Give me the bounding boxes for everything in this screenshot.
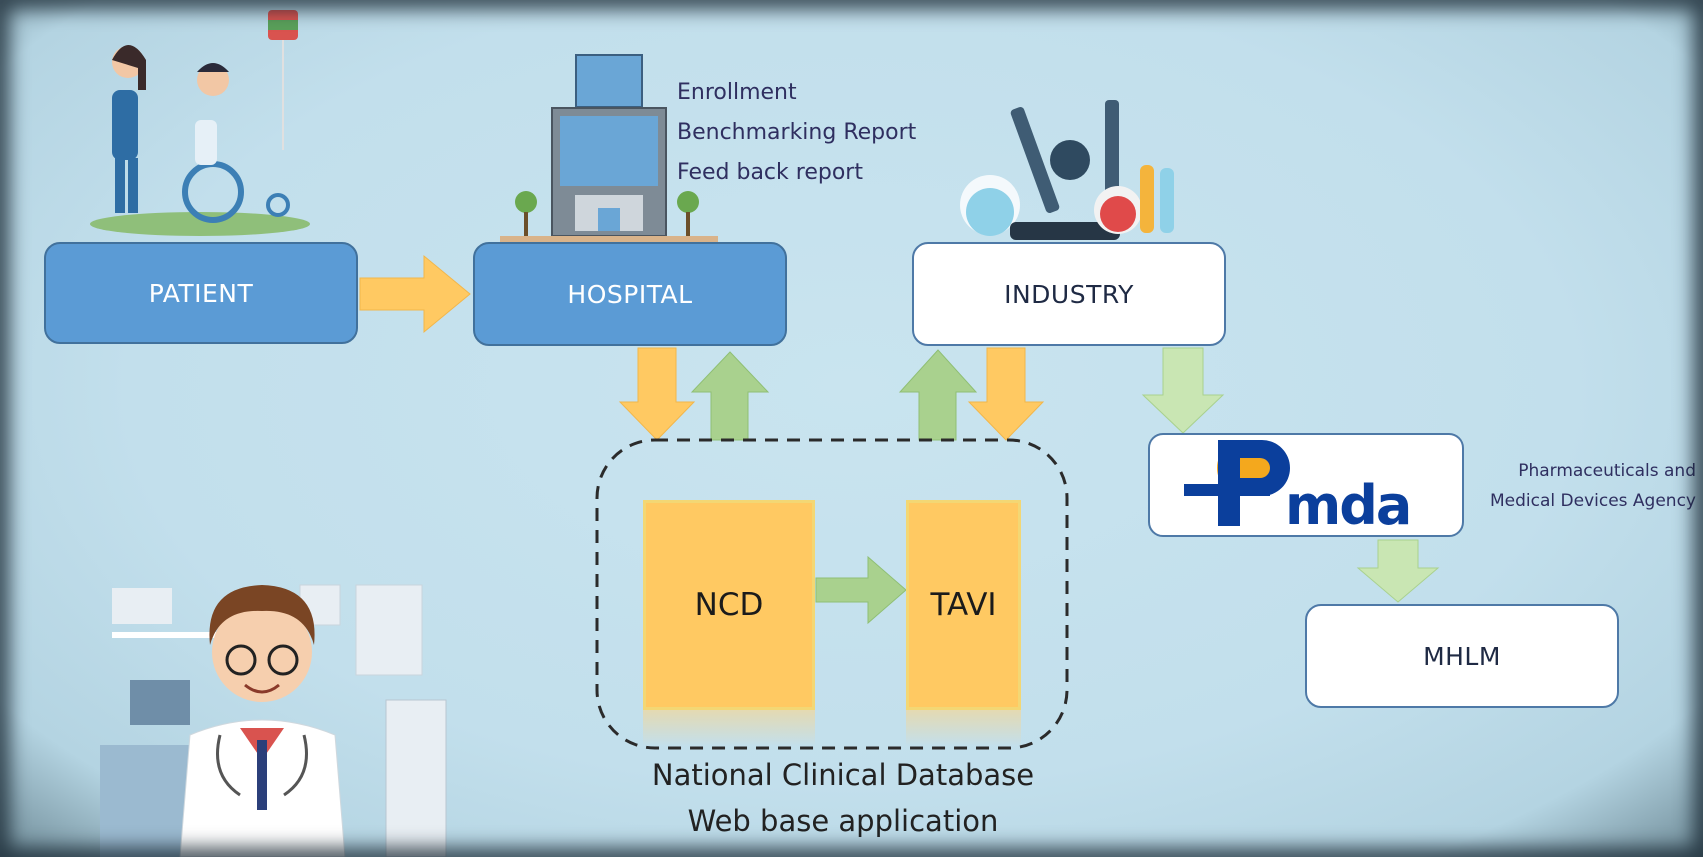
pmda-name-line2: Medical Devices Agency (1490, 491, 1696, 511)
patient-label: PATIENT (148, 278, 254, 308)
ncd-reflection (643, 710, 815, 746)
database-caption: National Clinical Database Web base appl… (613, 752, 1073, 844)
hospital-node: HOSPITAL (473, 242, 787, 346)
pmda-logo: mda (1148, 433, 1464, 537)
database-caption-line1: National Clinical Database (651, 758, 1035, 792)
patient-illustration (90, 10, 310, 236)
lab-illustration (960, 100, 1174, 240)
ncd-label: NCD (694, 587, 764, 623)
tavi-label: TAVI (930, 587, 997, 623)
arrow-ncd-to-tavi (815, 555, 907, 625)
arrow-pmda-to-mhlm (1356, 539, 1440, 603)
arrow-patient-to-hospital (359, 254, 471, 334)
arrow-ncd-to-hospital (690, 351, 770, 441)
arrow-industry-to-ncd (967, 347, 1045, 441)
pmda-full-name: Pharmaceuticals and Medical Devices Agen… (1470, 456, 1696, 516)
arrow-industry-to-pmda (1141, 347, 1225, 434)
database-boundary (595, 438, 1069, 750)
svg-text:mda: mda (1285, 474, 1410, 537)
hospital-output-1: Enrollment (677, 80, 797, 105)
arrow-ncd-to-industry (898, 349, 978, 441)
database-caption-line2: Web base application (687, 804, 999, 838)
hospital-output-3: Feed back report (677, 160, 863, 185)
arrow-hospital-to-ncd (618, 347, 696, 441)
mhlm-label: MHLM (1423, 641, 1501, 671)
hospital-illustration (500, 54, 718, 242)
pmda-name-line1: Pharmaceuticals and (1518, 461, 1696, 481)
industry-node: INDUSTRY (912, 242, 1226, 346)
mhlm-node: MHLM (1305, 604, 1619, 708)
patient-node: PATIENT (44, 242, 358, 344)
tavi-node: TAVI (906, 500, 1021, 710)
ncd-node: NCD (643, 500, 815, 710)
doctor-illustration (100, 584, 447, 857)
tavi-reflection (906, 710, 1021, 746)
industry-label: INDUSTRY (1004, 279, 1134, 309)
hospital-label: HOSPITAL (567, 279, 693, 309)
arrows (359, 254, 1440, 625)
hospital-output-2: Benchmarking Report (677, 120, 917, 145)
